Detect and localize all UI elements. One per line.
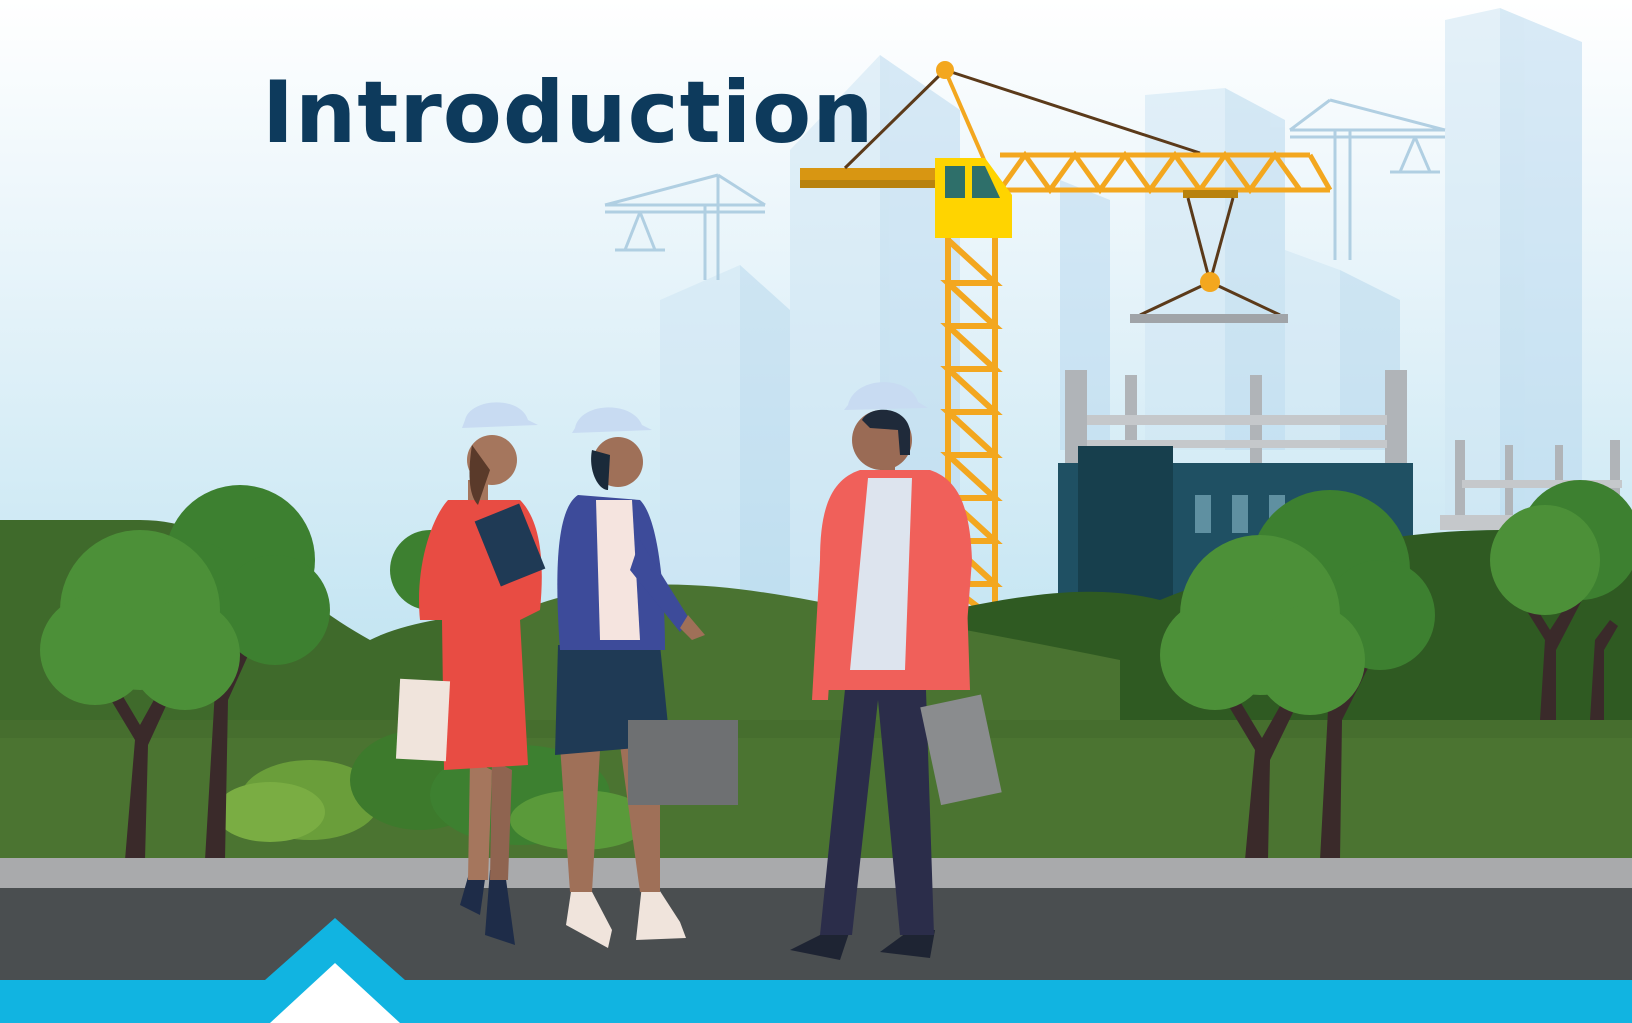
sidewalk [0, 858, 1632, 888]
woman-blue-blazer [555, 407, 738, 948]
woman-red-dress [395, 402, 546, 945]
page-title: Introduction [262, 63, 875, 163]
tower-crane [800, 61, 1333, 624]
background-crane-left [604, 173, 766, 280]
accent-band [0, 918, 1632, 1023]
tree-far-right [1490, 480, 1632, 720]
road [0, 888, 1632, 980]
tree-right-front [1160, 535, 1365, 860]
tree-left-front [40, 530, 240, 860]
man-coral-jacket [790, 382, 1002, 960]
background-crane-right [1289, 98, 1446, 260]
